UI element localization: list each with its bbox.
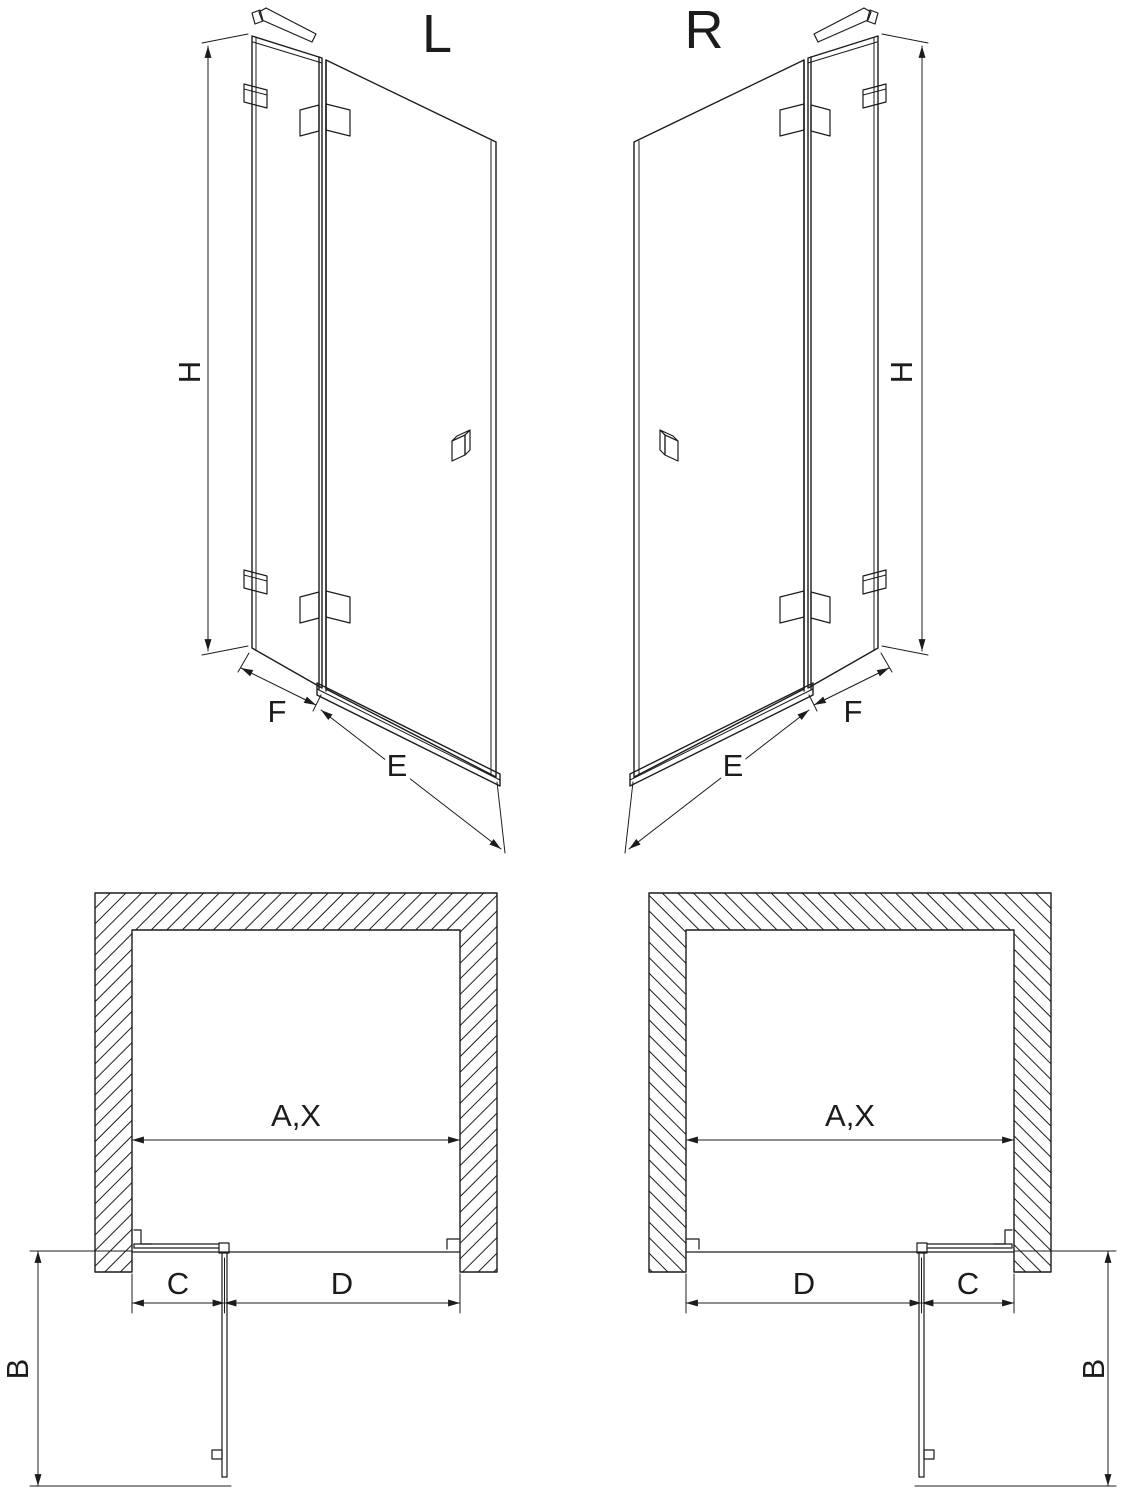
dim-label-c-right: C [957,1266,979,1301]
dim-label-c-left: C [167,1266,189,1301]
labels: L R H F E H F E A,X C D B A,X D C B [0,0,1111,1379]
variant-label-right: R [685,0,724,60]
dim-label-b-right: B [1076,1359,1111,1380]
dim-label-opening-left: A,X [271,1098,321,1133]
variant-label-left: L [422,4,452,64]
dim-label-b-left: B [0,1359,35,1380]
dim-label-d-right: D [793,1266,815,1301]
plan-right-view [649,893,1116,1486]
elevation-left-view [202,8,505,853]
elevation-right-view [625,8,928,853]
dim-label-fixed-left: F [268,694,287,729]
dim-label-d-left: D [331,1266,353,1301]
dim-label-height-right: H [884,361,919,383]
dim-label-height-left: H [172,361,207,383]
dim-label-door-right: E [723,748,744,783]
dim-label-fixed-right: F [844,694,863,729]
dim-label-door-left: E [387,748,408,783]
plan-left-view [30,893,497,1486]
dim-label-opening-right: A,X [825,1098,875,1133]
